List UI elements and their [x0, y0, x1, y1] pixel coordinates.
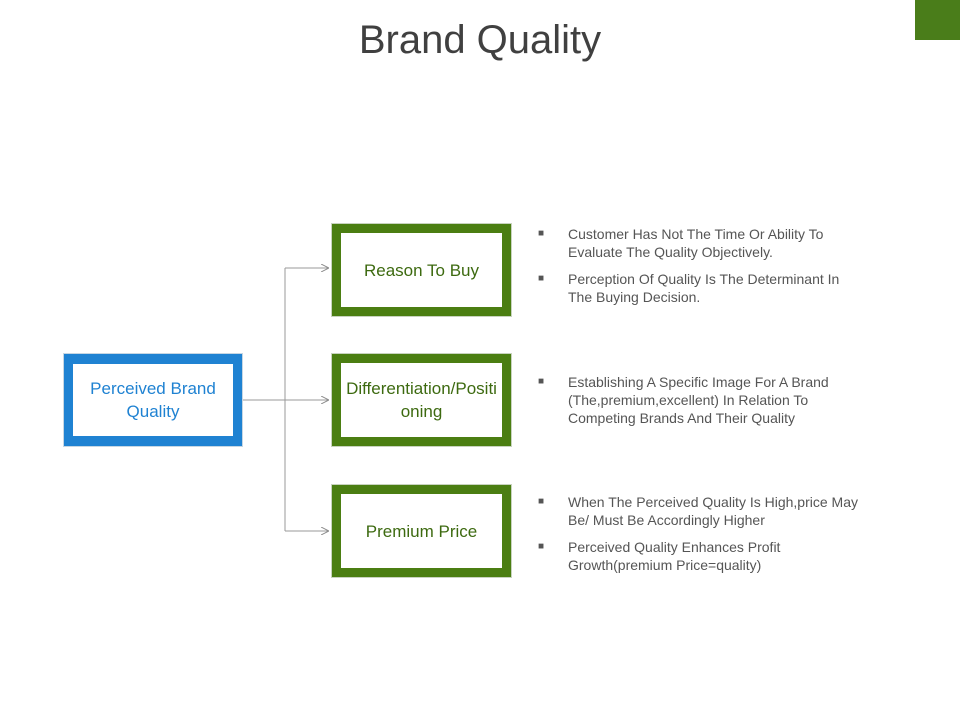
bullet-item: ■ Perceived Quality Enhances Profit Grow… — [538, 538, 858, 574]
bullet-square-icon: ■ — [538, 273, 545, 284]
bullet-square-icon: ■ — [538, 496, 545, 507]
bullet-text: Perceived Quality Enhances Profit Growth… — [568, 539, 781, 573]
bullet-square-icon: ■ — [538, 376, 545, 387]
branch-node-differentiation: Differentiation/Positioning — [331, 353, 512, 447]
bullet-item: ■ Establishing A Specific Image For A Br… — [538, 373, 858, 427]
bullet-text: When The Perceived Quality Is High,price… — [568, 494, 858, 528]
bullet-item: ■ When The Perceived Quality Is High,pri… — [538, 493, 858, 529]
branch-node-reason-to-buy: Reason To Buy — [331, 223, 512, 317]
branch-node-label: Differentiation/Positioning — [341, 363, 502, 437]
branch-node-premium-price: Premium Price — [331, 484, 512, 578]
bullet-text: Establishing A Specific Image For A Bran… — [568, 374, 829, 426]
branch-node-label: Premium Price — [341, 494, 502, 568]
bullet-square-icon: ■ — [538, 541, 545, 552]
bullet-text: Customer Has Not The Time Or Ability To … — [568, 226, 824, 260]
bullet-item: ■ Customer Has Not The Time Or Ability T… — [538, 225, 858, 261]
bullet-text: Perception Of Quality Is The Determinant… — [568, 271, 840, 305]
corner-accent — [915, 0, 960, 40]
bullet-list-differentiation: ■ Establishing A Specific Image For A Br… — [538, 373, 858, 436]
root-node: Perceived Brand Quality — [63, 353, 243, 447]
bullet-list-premium-price: ■ When The Perceived Quality Is High,pri… — [538, 493, 858, 583]
root-node-label: Perceived Brand Quality — [73, 364, 233, 436]
bullet-square-icon: ■ — [538, 228, 545, 239]
branch-node-label: Reason To Buy — [341, 233, 502, 307]
bullet-item: ■ Perception Of Quality Is The Determina… — [538, 270, 858, 306]
page-title: Brand Quality — [358, 18, 602, 62]
bullet-list-reason-to-buy: ■ Customer Has Not The Time Or Ability T… — [538, 225, 858, 315]
